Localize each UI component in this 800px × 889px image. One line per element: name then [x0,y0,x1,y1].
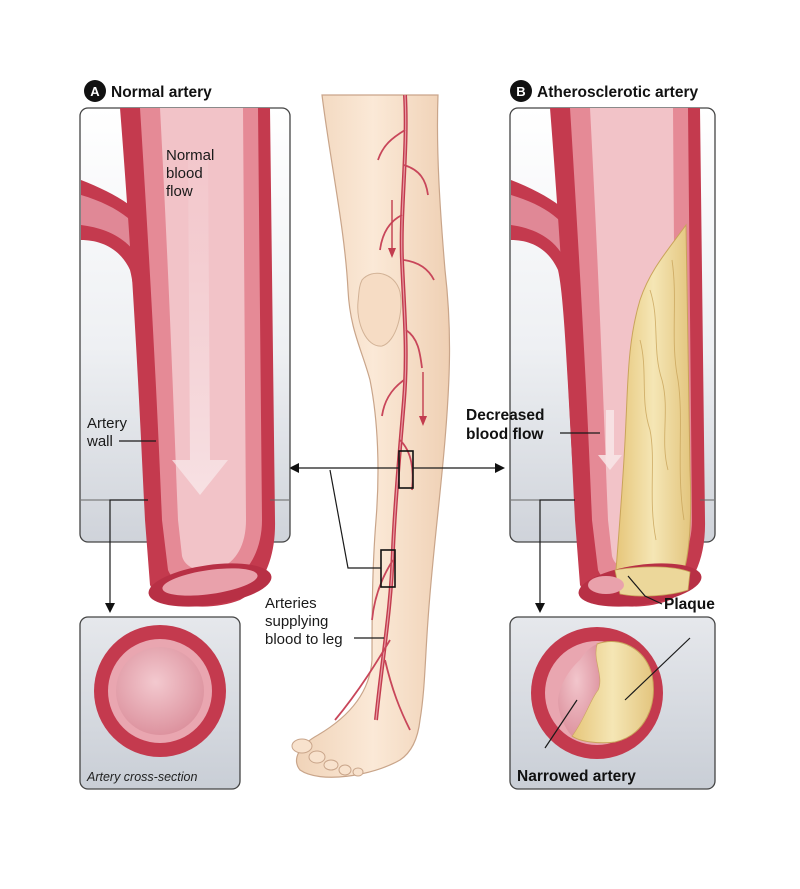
panel-a: A Normal artery Normal blood flow Artery… [79,80,291,790]
arteries-supplying-label: Arteries supplying blood to leg [265,595,343,648]
artery-wall-label: Artery wall [86,415,131,450]
plaque-label: Plaque [664,596,715,613]
upper-zoom-box [398,450,414,489]
leg-illustration [291,94,451,778]
panel-b-badge [510,80,532,102]
panel-b-badge-letter: B [516,84,525,99]
connector-lines [289,463,505,569]
decreased-flow-label: Decreased blood flow [466,407,549,443]
panel-a-badge-letter: A [90,84,100,99]
panel-a-badge [84,80,106,102]
normal-flow-label: Normal blood flow [166,147,219,200]
cross-section-caption: Artery cross-section [86,770,197,784]
narrowed-artery-label: Narrowed artery [517,768,636,785]
panel-a-title: Normal artery [111,84,212,101]
panel-b: B Atherosclerotic artery Decreased blood… [466,80,716,790]
panel-b-title: Atherosclerotic artery [537,84,698,101]
